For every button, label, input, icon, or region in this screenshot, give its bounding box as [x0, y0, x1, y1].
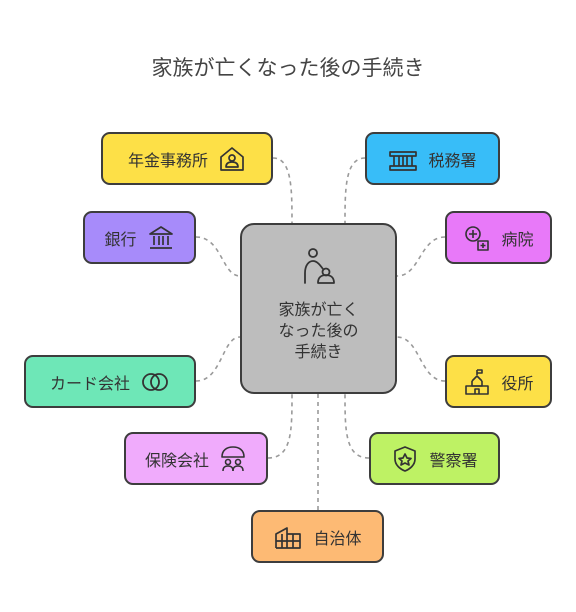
node-bank-label: 銀行	[104, 229, 137, 249]
node-tax-office-label: 税務署	[428, 150, 477, 170]
police-badge-icon	[391, 445, 419, 473]
connector-tax-office	[344, 157, 366, 224]
diagram-title: 家族が亡くなった後の手続き	[151, 56, 425, 80]
node-insurance-company-label: 保険会社	[144, 450, 209, 470]
node-card-company-label: カード会社	[49, 373, 130, 393]
node-municipality: 自治体	[251, 510, 384, 563]
node-municipality-label: 自治体	[313, 528, 362, 548]
node-bank: 銀行	[83, 211, 196, 264]
node-card-company: カード会社	[24, 355, 196, 408]
card-rings-icon	[140, 370, 170, 394]
central-topic: 家族が亡く なった後の 手続き	[240, 223, 397, 394]
bank-icon	[147, 224, 175, 252]
pension-office-icon	[218, 145, 246, 173]
person-with-baby-icon	[299, 247, 339, 291]
connector-card-company	[195, 336, 241, 382]
connector-insurance-company	[267, 393, 293, 459]
node-pension-office: 年金事務所	[101, 132, 273, 185]
central-topic-line-2: なった後の	[278, 321, 359, 340]
connector-city-office	[396, 336, 446, 382]
connector-police-station	[344, 393, 370, 459]
node-police-station: 警察署	[369, 432, 500, 485]
municipality-building-icon	[273, 524, 303, 550]
insurance-umbrella-icon	[219, 445, 247, 473]
node-police-station-label: 警察署	[429, 450, 478, 470]
node-city-office-label: 役所	[501, 373, 534, 393]
central-topic-label: 家族が亡く なった後の 手続き	[278, 299, 358, 362]
connector-hospital	[396, 236, 446, 277]
node-city-office: 役所	[445, 355, 552, 408]
node-hospital-label: 病院	[501, 229, 534, 249]
central-topic-line-3: 手続き	[294, 342, 343, 361]
node-hospital: 病院	[445, 211, 552, 264]
node-tax-office: 税務署	[365, 132, 500, 185]
central-topic-line-1: 家族が亡く	[278, 300, 359, 319]
node-insurance-company: 保険会社	[124, 432, 268, 485]
connector-bank	[195, 236, 241, 277]
tax-office-icon	[388, 146, 418, 172]
city-office-icon	[463, 368, 491, 396]
connector-pension-office	[272, 157, 293, 224]
hospital-icon	[463, 224, 491, 252]
node-pension-office-label: 年金事務所	[127, 150, 208, 170]
